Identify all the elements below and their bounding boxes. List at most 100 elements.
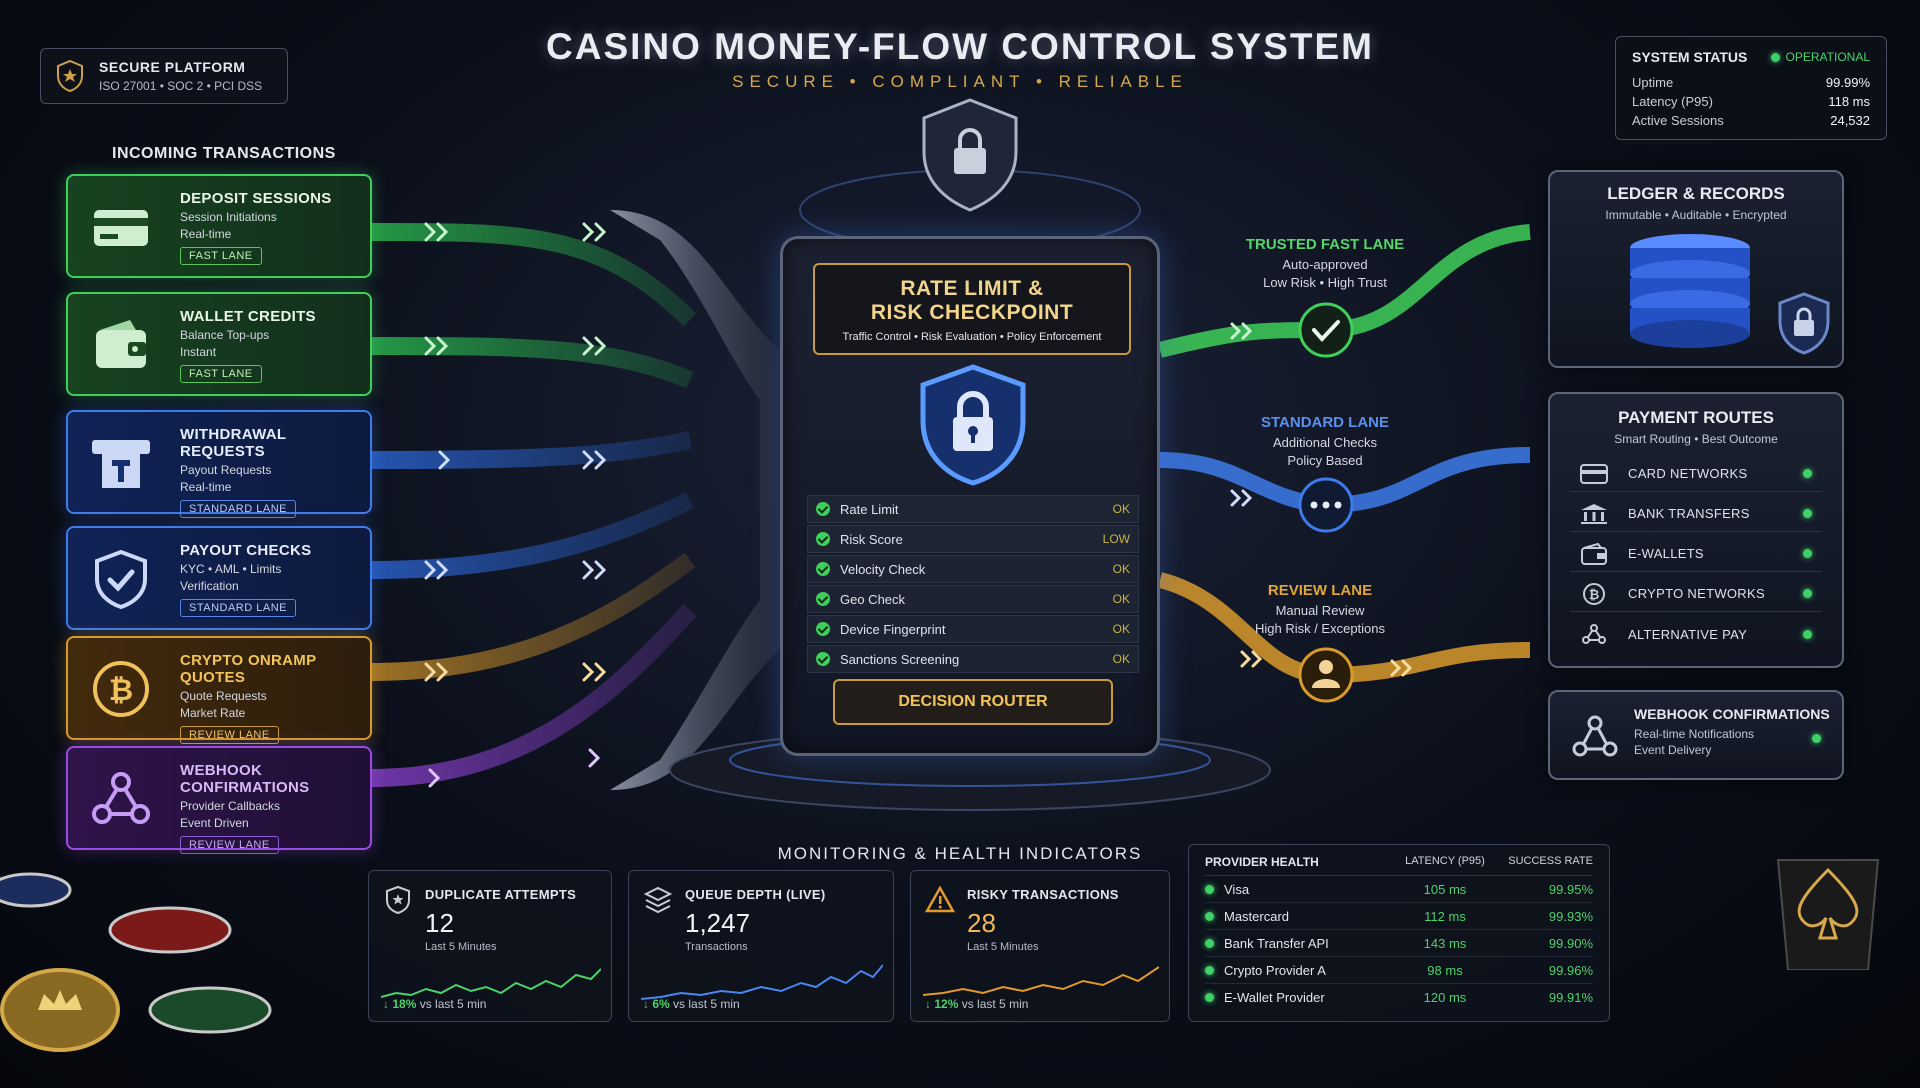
- metric-value: 1,247: [685, 908, 751, 938]
- check-icon: [1312, 320, 1340, 342]
- provider-health-table: PROVIDER HEALTH LATENCY (P95) SUCCESS RA…: [1188, 844, 1610, 1022]
- status-dot: [1803, 469, 1812, 478]
- chevron-icon: [1230, 322, 1253, 340]
- status-dot: [1803, 549, 1812, 558]
- stream-payout: [371, 491, 695, 579]
- metric-card-duplicates[interactable]: DUPLICATE ATTEMPTS 12 Last 5 Minutes ↓ 1…: [368, 870, 612, 1022]
- webhook-confirmations-panel[interactable]: WEBHOOK CONFIRMATIONS Real-time Notifica…: [1548, 690, 1844, 780]
- atm-icon: [92, 440, 150, 488]
- sparkline: [381, 968, 601, 998]
- ledger-subtitle: Immutable • Auditable • Encrypted: [1605, 208, 1787, 222]
- badge-title: SECURE PLATFORM: [99, 59, 246, 75]
- incoming-card-deposit[interactable]: DEPOSIT SESSIONS Session Initiations Rea…: [66, 174, 372, 278]
- shield-icon: [386, 885, 410, 915]
- incoming-card-wallet[interactable]: WALLET CREDITS Balance Top-ups Instant F…: [66, 292, 372, 396]
- checkpoint-header: RATE LIMIT &RISK CHECKPOINT Traffic Cont…: [813, 263, 1131, 355]
- status-dot: [1812, 734, 1821, 743]
- lane-node-review: [1298, 647, 1354, 703]
- payment-routes-subtitle: Smart Routing • Best Outcome: [1614, 432, 1778, 446]
- check-icon: [816, 592, 830, 606]
- bank-icon: [1581, 503, 1607, 524]
- network-icon: [1582, 624, 1606, 644]
- lane-node-standard: [1298, 477, 1354, 533]
- crown-icon: [38, 990, 82, 1010]
- incoming-card-withdrawal[interactable]: WITHDRAWAL REQUESTS Payout Requests Real…: [66, 410, 372, 518]
- stream-webhook: [371, 604, 697, 787]
- incoming-card-crypto[interactable]: ₿ CRYPTO ONRAMP QUOTES Quote Requests Ma…: [66, 636, 372, 744]
- ledger-panel[interactable]: LEDGER & RECORDS Immutable • Auditable •…: [1548, 170, 1844, 368]
- route-bank-transfers[interactable]: BANK TRANSFERS: [1570, 496, 1822, 532]
- check-shield-icon: [95, 549, 147, 610]
- star-shield-icon: [57, 59, 83, 93]
- risk-checkpoint: RATE LIMIT &RISK CHECKPOINT Traffic Cont…: [780, 236, 1160, 756]
- svg-text:₿: ₿: [1589, 588, 1600, 603]
- route-card-networks[interactable]: CARD NETWORKS: [1570, 456, 1822, 492]
- status-dot: [1803, 589, 1812, 598]
- layers-icon: [643, 886, 673, 914]
- chevron-icon: [424, 222, 607, 242]
- metric-card-risky-transactions[interactable]: RISKY TRANSACTIONS 28 Last 5 Minutes ↓ 1…: [910, 870, 1170, 1022]
- bitcoin-icon: ₿: [1583, 582, 1605, 605]
- status-dot: [1803, 629, 1812, 639]
- status-badge: OPERATIONAL: [1770, 50, 1870, 64]
- chevron-icon: [1230, 489, 1253, 507]
- route-alternative-pay[interactable]: ALTERNATIVE PAY: [1570, 616, 1822, 652]
- spade-icon: [1797, 867, 1859, 940]
- casino-chips-decoration: [0, 872, 272, 1052]
- webhook-icon: [1572, 715, 1618, 757]
- check-icon: [816, 562, 830, 576]
- stream-deposit: [371, 222, 697, 327]
- top-shield-icon: [799, 98, 1141, 251]
- payment-routes-title: PAYMENT ROUTES: [1618, 408, 1774, 427]
- metric-card-queue-depth[interactable]: QUEUE DEPTH (LIVE) 1,247 Transactions ↓ …: [628, 870, 894, 1022]
- route-crypto-networks[interactable]: ₿ CRYPTO NETWORKS: [1570, 576, 1822, 612]
- sparkline: [923, 966, 1159, 996]
- page-subtitle: SECURE • COMPLIANT • RELIABLE: [732, 72, 1188, 91]
- stream-withdrawal: [371, 431, 692, 469]
- incoming-card-payout[interactable]: PAYOUT CHECKS KYC • AML • Limits Verific…: [66, 526, 372, 630]
- lock-shield-icon: [1778, 292, 1830, 355]
- lane-tag: REVIEW LANE: [180, 726, 279, 744]
- ledger-title: LEDGER & RECORDS: [1607, 184, 1785, 203]
- user-icon: [1312, 660, 1340, 688]
- spade-pedestal-decoration: [1776, 859, 1880, 970]
- incoming-title: INCOMING TRANSACTIONS: [112, 145, 336, 162]
- funnel: [610, 210, 790, 790]
- lane-tag: FAST LANE: [180, 365, 262, 383]
- card-icon: [94, 210, 148, 246]
- secure-platform-badge: SECURE PLATFORM ISO 27001 • SOC 2 • PCI …: [40, 48, 288, 104]
- status-dot: [1770, 52, 1780, 62]
- lane-tag: FAST LANE: [180, 247, 262, 265]
- database-icon: [1630, 234, 1750, 348]
- status-row-latency: Latency (P95)118 ms: [1632, 94, 1870, 109]
- wallet-icon: [1581, 542, 1607, 565]
- badge-certs: ISO 27001 • SOC 2 • PCI DSS: [99, 79, 263, 93]
- chevron-icon: [424, 336, 607, 356]
- incoming-card-webhook[interactable]: WEBHOOK CONFIRMATIONS Provider Callbacks…: [66, 746, 372, 854]
- webhook-out-title: WEBHOOK CONFIRMATIONS: [1634, 706, 1830, 722]
- route-e-wallets[interactable]: E-WALLETS: [1570, 536, 1822, 572]
- lane-node-fast: [1298, 302, 1354, 358]
- chevron-icon: [424, 662, 607, 682]
- sparkline: [641, 964, 883, 1000]
- table-header: PROVIDER HEALTH LATENCY (P95) SUCCESS RA…: [1205, 855, 1593, 876]
- decision-router-button[interactable]: DECISION ROUTER: [833, 679, 1113, 725]
- metric-value: 12: [425, 908, 454, 938]
